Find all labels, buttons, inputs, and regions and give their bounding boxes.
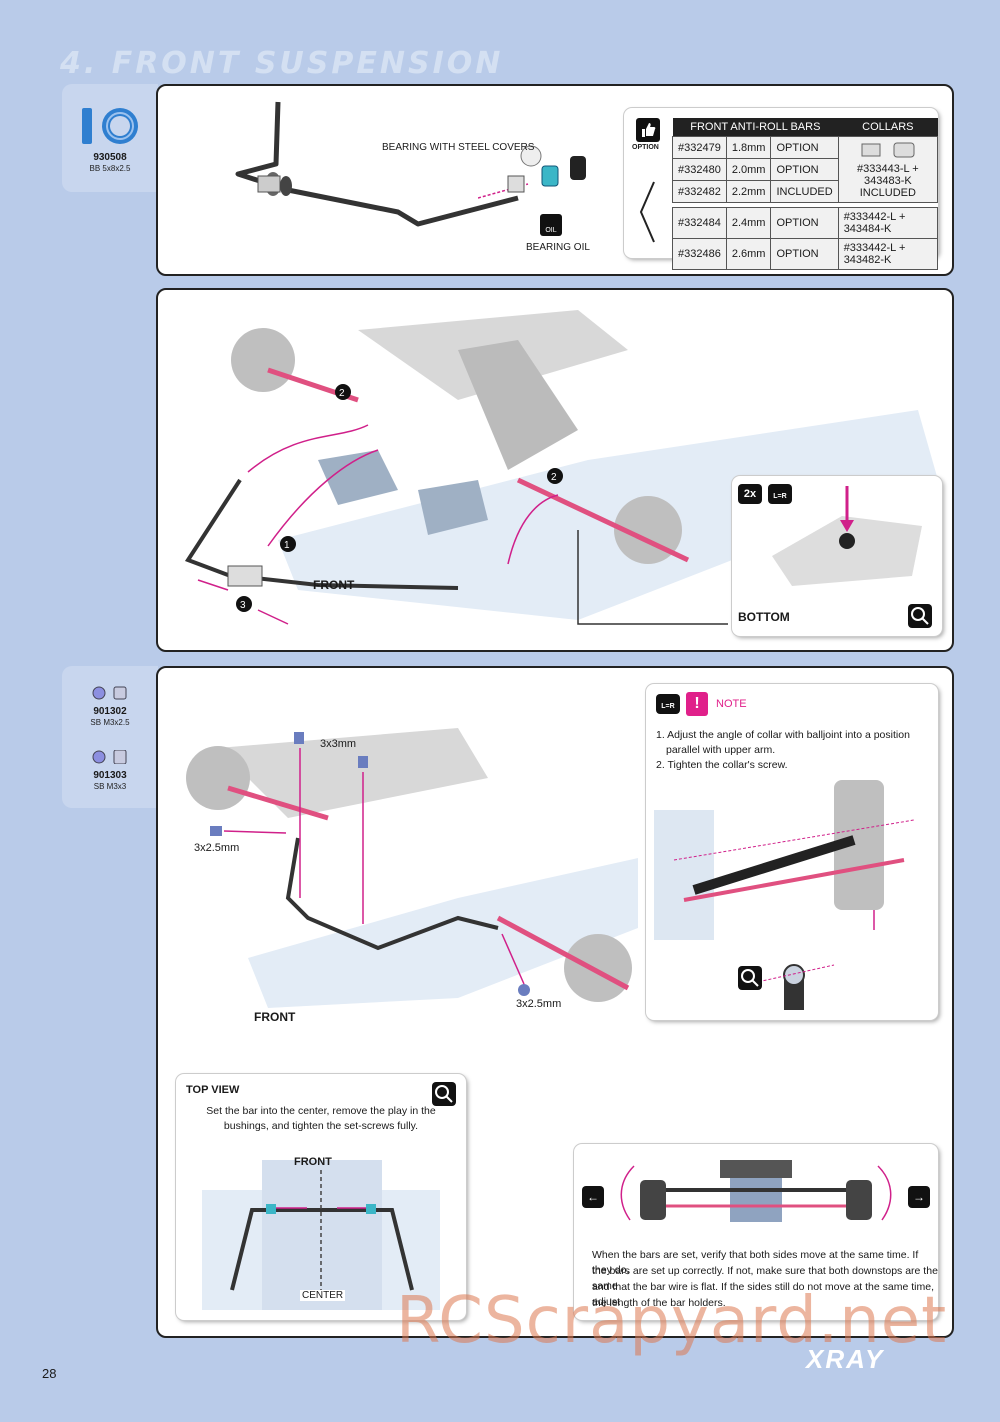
anti-roll-bar-mount-illustration bbox=[186, 728, 638, 1008]
table-row: #332479 1.8mm OPTION #333443-L + 343483-… bbox=[672, 136, 939, 203]
note-line: 2. Tighten the collar's screw. bbox=[656, 759, 788, 771]
oil-label: BEARING OIL bbox=[526, 242, 590, 253]
front-view-illustration bbox=[620, 1160, 892, 1222]
cell-collar: #333442-L + 343484-K bbox=[837, 207, 939, 239]
count-badge: 2x bbox=[738, 484, 762, 504]
collar-group-part: #333443-L + 343483-K bbox=[857, 163, 919, 187]
detail-magnify-icon bbox=[738, 966, 762, 990]
step3-panel: 3x3mm 3x2.5mm 3x2.5mm FRONT L=R ! NOTE 1… bbox=[156, 666, 954, 1338]
cell-size: 2.4mm bbox=[725, 207, 772, 239]
svg-text:3: 3 bbox=[240, 600, 246, 611]
cell-size: 2.6mm bbox=[725, 238, 772, 270]
cell-part: #332482 bbox=[672, 180, 727, 203]
cell-part: #332480 bbox=[672, 158, 727, 181]
arrow-right-icon: → bbox=[908, 1186, 930, 1208]
cell-part: #332479 bbox=[672, 136, 727, 159]
cell-collar: #333442-L + 343482-K bbox=[837, 238, 939, 270]
left-right-icon: L=R bbox=[656, 694, 680, 714]
anti-roll-bar-table-box: OPTION FRONT ANTI-ROLL BARS COLLARS #332… bbox=[624, 108, 939, 270]
bracket-icon bbox=[639, 181, 655, 243]
table-row: #332482 2.2mm INCLUDED bbox=[672, 180, 938, 203]
top-view-text: bushings, and tighten the set-screws ful… bbox=[223, 1120, 419, 1132]
part-desc: SB M3x2.5 bbox=[90, 718, 130, 727]
detail-magnify-icon bbox=[908, 604, 932, 628]
oil-icon: OIL bbox=[540, 214, 562, 236]
note-box: L=R ! NOTE 1. Adjust the angle of collar… bbox=[646, 684, 938, 1020]
screw-3x3-label: 3x3mm bbox=[320, 738, 357, 750]
page-title: 4. FRONT SUSPENSION bbox=[60, 46, 504, 81]
anti-roll-bar-illustration bbox=[235, 101, 519, 227]
header-bars: FRONT ANTI-ROLL BARS bbox=[672, 118, 839, 137]
front-label: FRONT bbox=[254, 1010, 296, 1024]
screw-left-label: 3x2.5mm bbox=[194, 842, 240, 854]
cell-part: #332484 bbox=[672, 207, 727, 239]
option-label: OPTION bbox=[632, 144, 659, 151]
screw-icon bbox=[92, 749, 132, 769]
bottom-label: BOTTOM bbox=[738, 610, 790, 624]
note-title: NOTE bbox=[716, 698, 747, 710]
cell-status: OPTION bbox=[770, 158, 839, 181]
part-desc: SB M3x3 bbox=[93, 782, 127, 791]
header-collars: COLLARS bbox=[838, 118, 938, 137]
bearing-assembly-illustration bbox=[478, 145, 586, 199]
svg-text:1: 1 bbox=[284, 540, 290, 551]
bearing-icon bbox=[82, 108, 138, 144]
check-text: When the bars are set, verify that both … bbox=[592, 1249, 919, 1276]
collar-icon bbox=[861, 142, 915, 158]
check-text: and that the bar wire is flat. If the si… bbox=[592, 1281, 934, 1308]
check-box: ← → When the bars are set, verify that b… bbox=[574, 1144, 938, 1320]
top-view-box: TOP VIEW Set the bar into the center, re… bbox=[176, 1074, 466, 1320]
cell-size: 2.2mm bbox=[725, 180, 772, 203]
part-number: 901303 bbox=[93, 770, 127, 781]
table-row: #332484 2.4mm OPTION #333442-L + 343484-… bbox=[672, 207, 939, 239]
part-number: 901302 bbox=[93, 706, 127, 717]
top-view-title: TOP VIEW bbox=[186, 1084, 240, 1096]
cell-collar-group: #333443-L + 343483-K INCLUDED bbox=[837, 136, 939, 203]
cell-part: #332486 bbox=[672, 238, 727, 270]
cell-status: INCLUDED bbox=[770, 180, 839, 203]
step1-panel: BEARING WITH STEEL COVERS OIL BEARING OI… bbox=[156, 84, 954, 276]
top-view-front-label: FRONT bbox=[294, 1156, 332, 1168]
cell-status: OPTION bbox=[770, 207, 839, 239]
part-desc: BB 5x8x2.5 bbox=[89, 164, 131, 173]
warning-icon: ! bbox=[686, 692, 708, 716]
collar-adjust-illustration bbox=[654, 780, 915, 1010]
screw-right-label: 3x2.5mm bbox=[516, 998, 562, 1010]
table-row: #332486 2.6mm OPTION #333442-L + 343482-… bbox=[672, 238, 939, 270]
check-text: the length of the bar holders. bbox=[592, 1297, 726, 1309]
downstop-illustration bbox=[772, 486, 922, 586]
parts-box-step1: 930508 BB 5x8x2.5 bbox=[62, 84, 158, 192]
note-line: 1. Adjust the angle of collar with ballj… bbox=[656, 729, 910, 741]
detail-magnify-icon bbox=[432, 1082, 456, 1106]
check-text: the bars are set up correctly. If not, m… bbox=[592, 1265, 938, 1292]
screw-icon bbox=[92, 686, 132, 705]
brand-logo: XRAY bbox=[806, 1344, 885, 1374]
svg-text:2: 2 bbox=[339, 388, 345, 399]
step2-panel: 2 2 1 3 FRONT 2x L=R BOTTOM bbox=[156, 288, 954, 652]
collar-group-status: INCLUDED bbox=[859, 187, 916, 199]
top-view-text: Set the bar into the center, remove the … bbox=[206, 1105, 436, 1117]
bearing-label: BEARING WITH STEEL COVERS bbox=[382, 142, 535, 153]
left-right-icon: L=R bbox=[768, 484, 792, 504]
svg-text:2: 2 bbox=[551, 472, 557, 483]
table-row: #332480 2.0mm OPTION bbox=[672, 158, 938, 181]
front-label: FRONT bbox=[313, 578, 355, 592]
arrow-left-icon: ← bbox=[582, 1186, 604, 1208]
part-number: 930508 bbox=[93, 152, 127, 163]
top-view-center-label: CENTER bbox=[300, 1290, 346, 1301]
watermark: RCScrapyard.net bbox=[396, 1284, 948, 1358]
note-line: parallel with upper arm. bbox=[666, 744, 776, 756]
parts-box-step3: 901302 SB M3x2.5 901303 SB M3x3 bbox=[62, 666, 158, 808]
cell-status: OPTION bbox=[770, 136, 839, 159]
page-number: 28 bbox=[42, 1366, 57, 1381]
cell-size: 1.8mm bbox=[725, 136, 772, 159]
front-suspension-illustration: 2 2 1 3 bbox=[184, 310, 938, 625]
cell-size: 2.0mm bbox=[725, 158, 772, 181]
bottom-detail-box: 2x L=R BOTTOM bbox=[732, 476, 942, 636]
anti-roll-bar-table: FRONT ANTI-ROLL BARS COLLARS #332479 1.8… bbox=[672, 118, 939, 270]
thumbs-up-icon bbox=[636, 118, 660, 142]
cell-status: OPTION bbox=[770, 238, 839, 270]
